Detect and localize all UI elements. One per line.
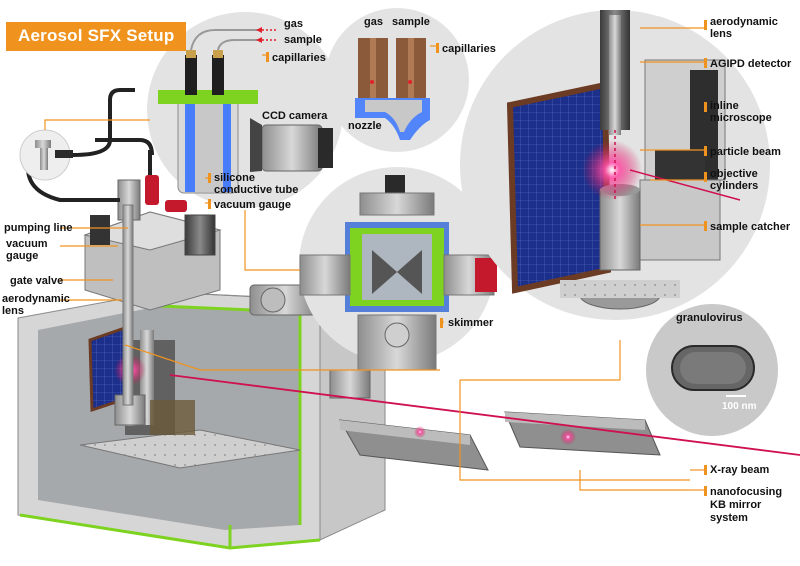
label-skimmer: skimmer	[448, 317, 494, 329]
label-particle-beam: particle beam	[710, 146, 781, 158]
skimmer-inset	[299, 167, 497, 371]
xray-beam-line	[169, 374, 800, 456]
label-silicone-tube: silicone conductive tube	[214, 172, 299, 196]
label-gas: gas	[284, 18, 303, 30]
label-markers	[208, 20, 707, 496]
capillary-inset	[147, 12, 343, 208]
label-capillaries-small: capillaries	[442, 43, 496, 55]
interaction-inset	[460, 10, 770, 320]
gas-supply-inset	[19, 88, 135, 181]
label-granulovirus: granulovirus	[676, 312, 743, 324]
nozzle-inset	[325, 8, 469, 152]
label-agipd-detector: AGIPD detector	[710, 58, 792, 70]
label-objective-cylinders: objective cylinders	[710, 168, 759, 192]
label-ccd-camera: CCD camera	[262, 110, 328, 122]
label-aerodynamic-lens-left: aerodynamic lens	[2, 293, 70, 317]
top-assembly	[26, 138, 222, 406]
label-vacuum-gauge-left: vacuum gauge	[6, 238, 48, 262]
label-gas-small: gas	[364, 16, 383, 28]
label-pumping-line: pumping line	[4, 222, 73, 234]
label-vacuum-gauge-top: vacuum gauge	[214, 199, 292, 211]
page-title: Aerosol SFX Setup	[6, 22, 187, 51]
kb-mirror-system	[339, 411, 661, 471]
label-aerodynamic-lens-right: aerodynamic lens	[710, 16, 778, 40]
label-kb-mirror: nanofocusing KB mirror system	[710, 486, 783, 524]
label-scale-bar: 100 nm	[722, 401, 757, 412]
label-nozzle: nozzle	[348, 120, 382, 132]
label-capillaries-top: capillaries	[272, 52, 326, 64]
label-sample: sample	[284, 34, 322, 46]
label-inline-microscope: inline microscope	[710, 100, 772, 124]
granulovirus-inset	[642, 300, 782, 440]
label-sample-catcher: sample catcher	[710, 221, 791, 233]
label-xray-beam: X-ray beam	[710, 464, 770, 476]
label-gate-valve: gate valve	[10, 275, 64, 287]
label-sample-small: sample	[392, 16, 430, 28]
